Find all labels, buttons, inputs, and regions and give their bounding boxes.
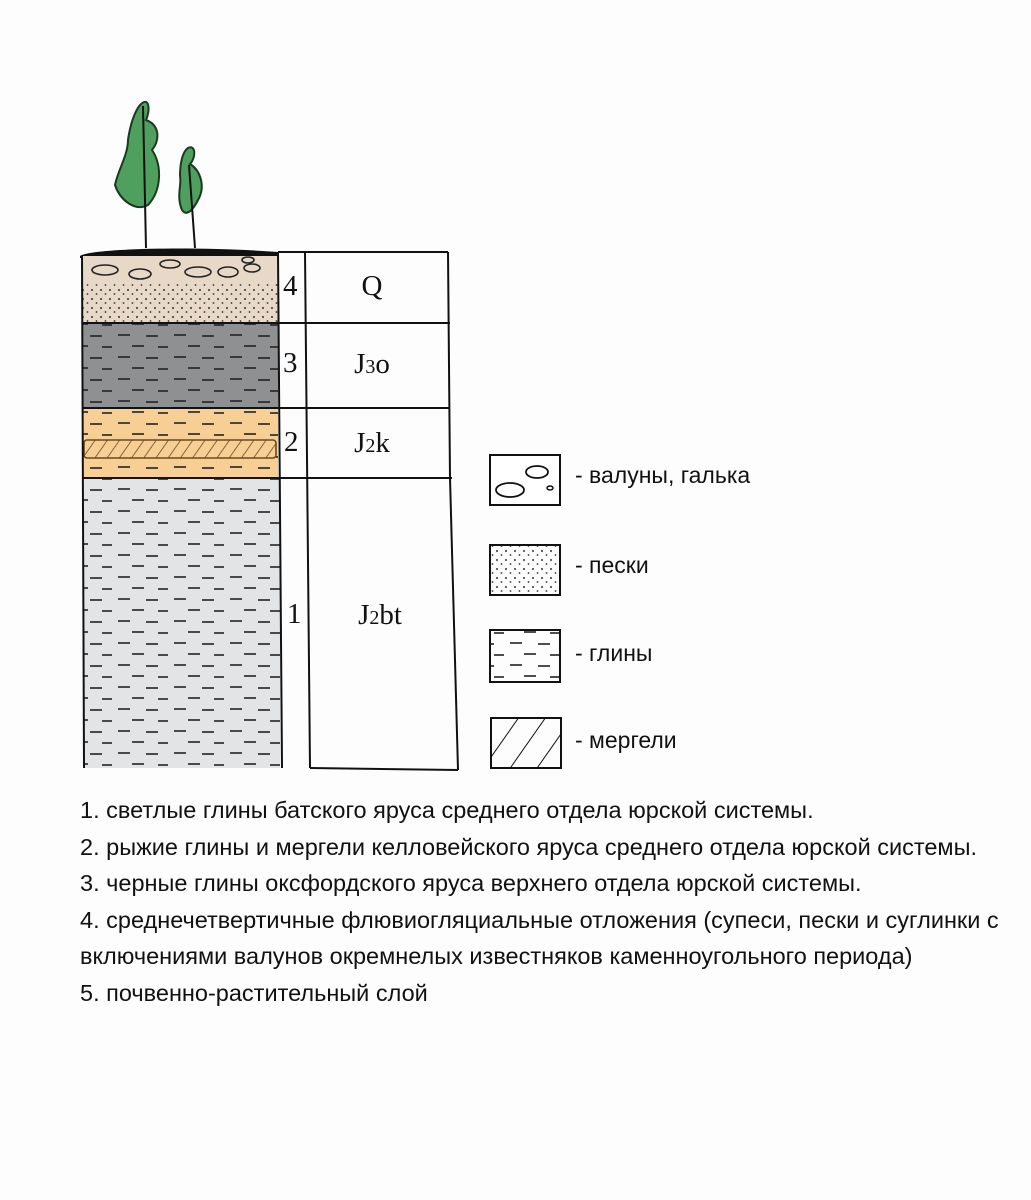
column-table-lines <box>81 251 459 771</box>
legend-swatch-boulders <box>489 454 561 506</box>
stratigraphic-index: Q <box>361 270 383 302</box>
legend-label-clay: - глины <box>575 640 653 666</box>
layer-3-dark-clay <box>82 323 278 408</box>
legend-swatch-clay <box>489 629 561 683</box>
legend-label-sand: - пески <box>575 552 649 578</box>
layer-number: 1 <box>287 598 302 630</box>
plant-icon <box>113 101 203 249</box>
layer-2-clay-marl <box>82 408 278 478</box>
soil-layer <box>80 248 278 258</box>
layer-descriptions: 1. светлые глины батского яруса среднего… <box>80 792 1010 1011</box>
description-item: 3. черные глины оксфордского яруса верхн… <box>80 870 862 896</box>
stratigraphic-index: J3o <box>354 348 390 380</box>
layer-number: 4 <box>283 270 298 302</box>
stratigraphic-index: J2bt <box>358 599 402 631</box>
legend-label-marl: - мергели <box>575 727 677 753</box>
description-item: 1. светлые глины батского яруса среднего… <box>80 797 814 823</box>
description-item: 4. среднечетвертичные флювиогляциальные … <box>80 906 999 970</box>
legend-swatch-marl <box>490 717 562 769</box>
legend-swatch-sand <box>489 544 561 596</box>
description-item: 2. рыжие глины и мергели келловейского я… <box>80 833 978 860</box>
layer-1-light-clay <box>84 478 280 768</box>
layer-number: 3 <box>283 347 298 379</box>
stratigraphic-index: J2k <box>354 427 390 459</box>
description-item: 5. почвенно-растительный слой <box>80 979 428 1006</box>
layer-number: 2 <box>284 426 299 458</box>
legend-label-boulders: - валуны, галька <box>575 462 751 488</box>
layer-4-deposits <box>82 256 278 323</box>
